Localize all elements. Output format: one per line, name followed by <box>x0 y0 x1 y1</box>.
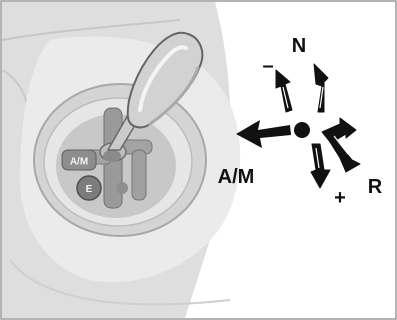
shift-label-minus: – <box>262 55 273 77</box>
shift-pattern-centre <box>294 122 310 138</box>
am-badge-label: A/M <box>70 157 88 168</box>
gate-plus-marker <box>116 182 128 194</box>
gate-slot-right-down <box>132 150 146 200</box>
economy-button-label: E <box>86 184 93 195</box>
shift-label-plus: + <box>334 187 346 209</box>
shift-label-auto-manual: A/M <box>218 166 255 188</box>
shift-label-neutral: N <box>292 35 306 57</box>
lever-collar-base <box>103 150 121 162</box>
shift-label-reverse: R <box>368 176 383 198</box>
